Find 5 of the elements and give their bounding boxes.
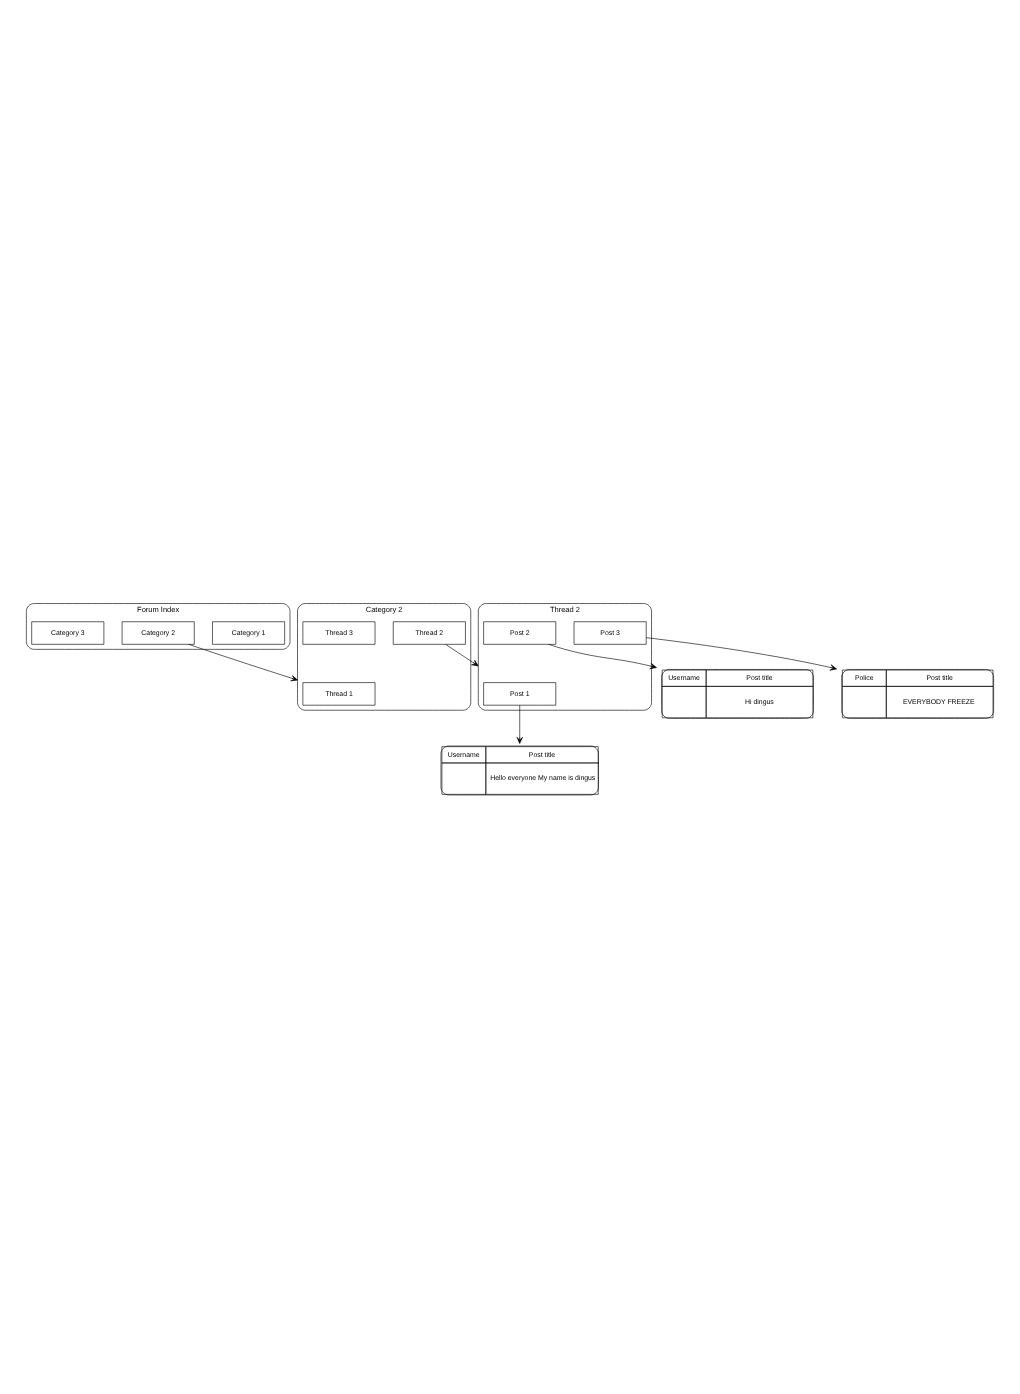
- arrow: [516, 704, 523, 743]
- arrow: [445, 643, 479, 666]
- arrow: [548, 643, 657, 669]
- arrow: [188, 643, 298, 681]
- arrow: [645, 636, 837, 670]
